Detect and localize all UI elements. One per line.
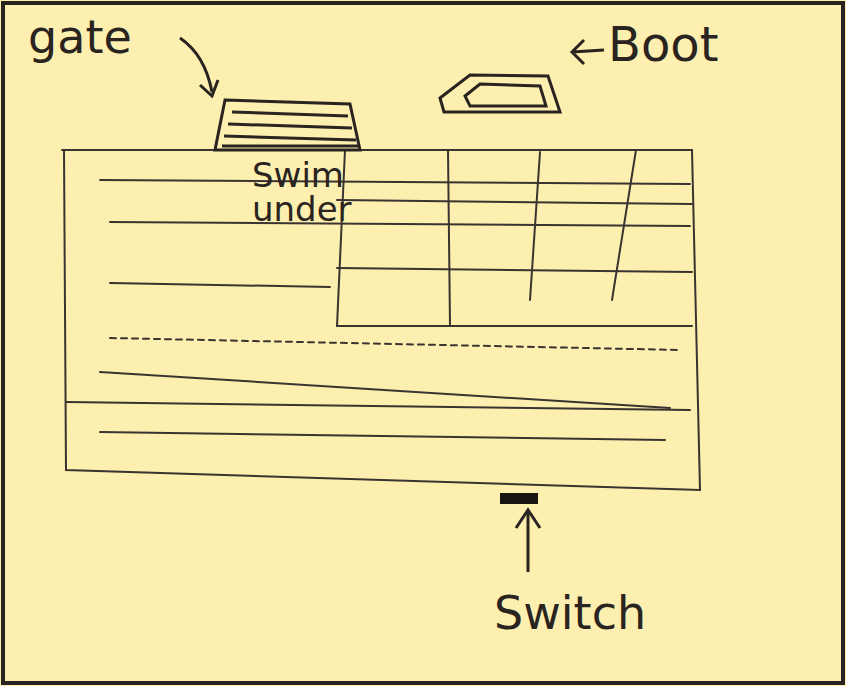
pool-edge: [62, 149, 692, 151]
leader-line: [180, 38, 212, 92]
gate-outline: [215, 100, 360, 150]
water-line: [66, 402, 690, 410]
gate-label: gate: [28, 14, 208, 60]
boat-symbol: [440, 40, 604, 112]
arrow-shaft: [527, 512, 530, 572]
boat-outline: [440, 75, 560, 112]
switch-label: Switch: [494, 590, 714, 636]
water-line: [100, 432, 665, 440]
frame: [3, 3, 843, 683]
boat-inner: [465, 84, 546, 106]
water-line: [110, 338, 680, 350]
gate-bars: [222, 112, 358, 146]
grid-line: [337, 268, 692, 272]
swim-note: Swim under: [252, 158, 382, 226]
boat-label: Boot: [608, 20, 838, 68]
switch-arrow: [516, 510, 540, 572]
water-line: [100, 180, 690, 184]
grid-area: [337, 150, 692, 326]
water-line: [110, 283, 330, 287]
arrow: [572, 40, 604, 64]
grid-line: [448, 150, 450, 326]
arrow-head: [200, 80, 218, 96]
pool-outline: [64, 150, 700, 490]
grid-line: [612, 150, 636, 300]
switch-symbol: [500, 493, 538, 504]
gate-symbol: [180, 38, 360, 150]
grid-line: [337, 200, 692, 204]
arrow-head: [516, 510, 540, 528]
water-line: [110, 222, 690, 226]
grid-line: [530, 152, 540, 300]
